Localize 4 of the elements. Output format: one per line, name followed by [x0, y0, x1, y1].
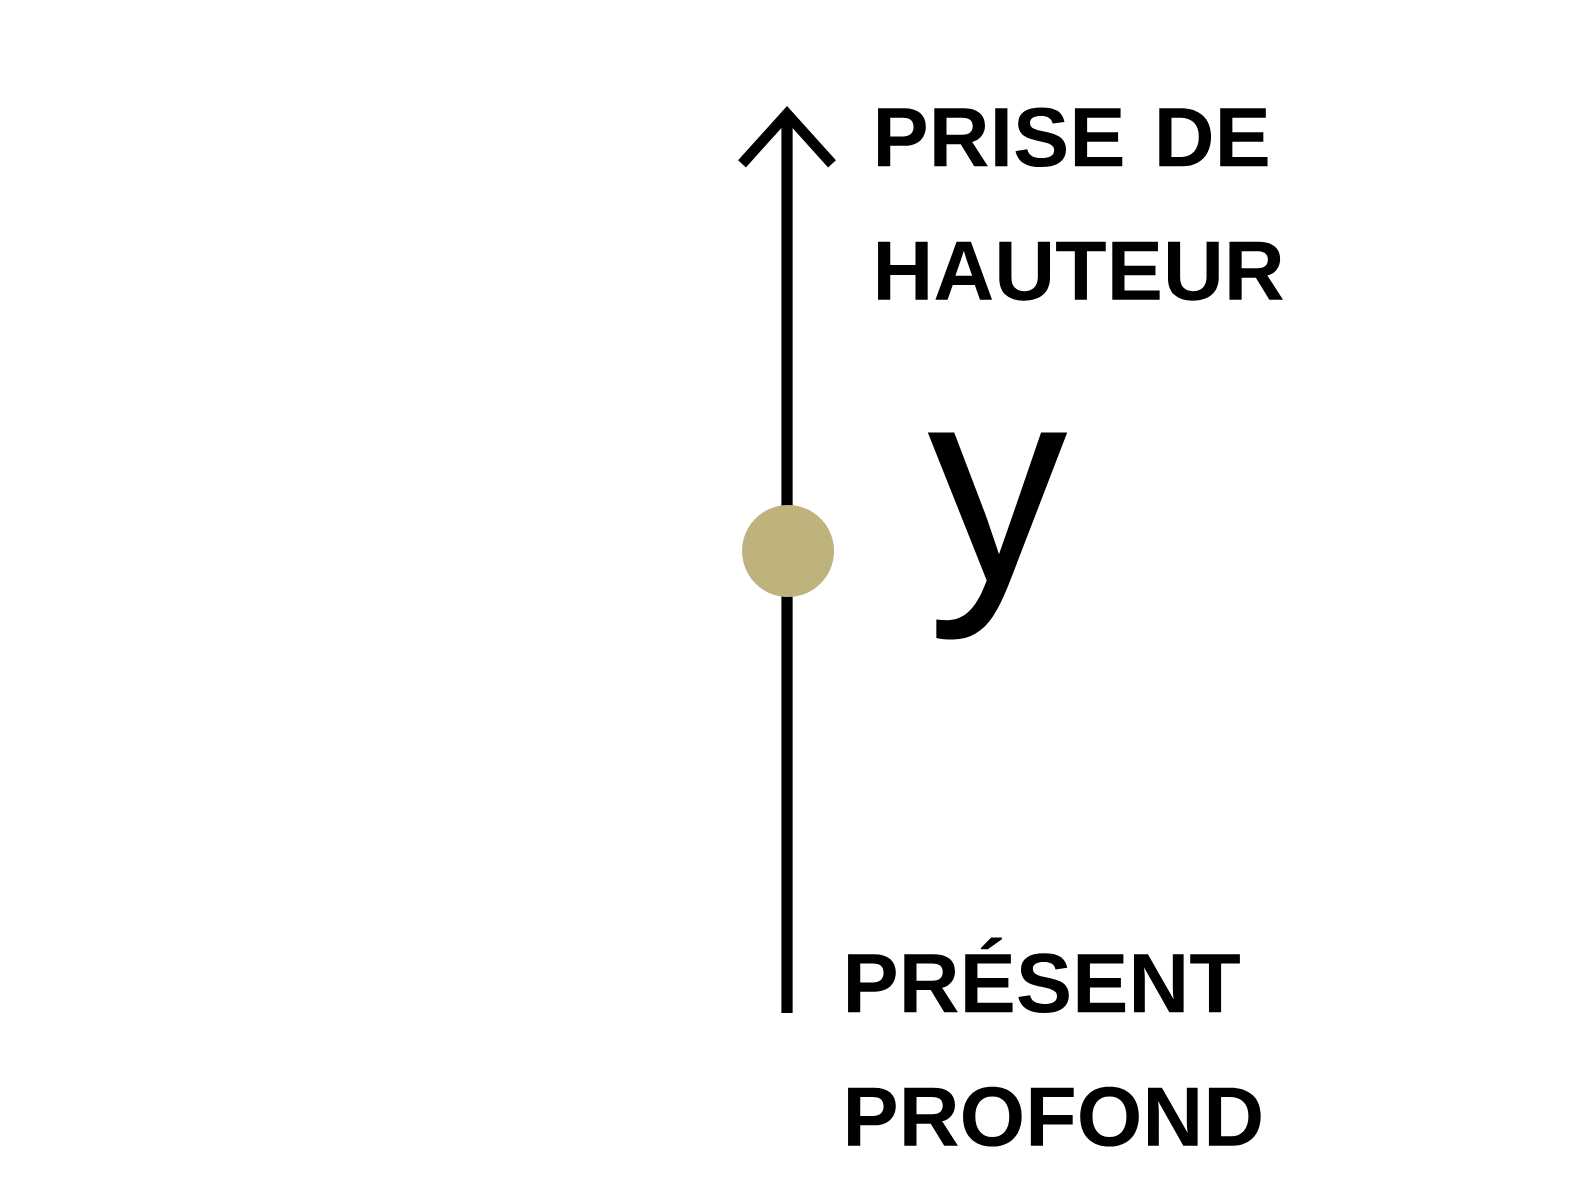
axis-label: PRÉSENT PROFOND	[848, 937, 1261, 1147]
axis-label: PRISE DE HAUTEUR	[878, 107, 1284, 301]
point-marker	[742, 505, 834, 597]
point-label: y	[927, 432, 1068, 640]
